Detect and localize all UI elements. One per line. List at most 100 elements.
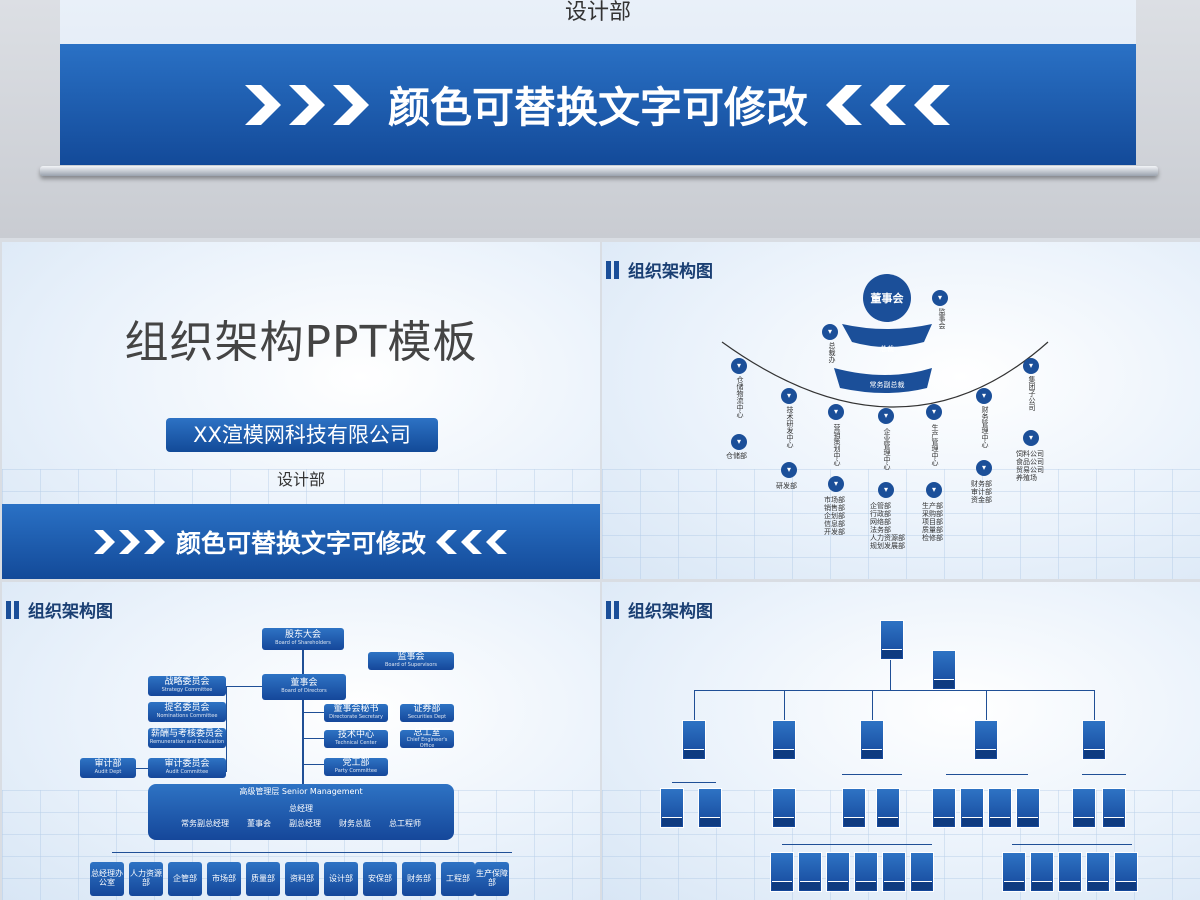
- node-label: 审计部: [94, 759, 122, 770]
- connector-line: [304, 712, 326, 713]
- center-name: 财务管理中心: [981, 406, 989, 448]
- position-box: [932, 788, 956, 828]
- center-name: 营销策划中心: [833, 424, 841, 466]
- center-marker-icon: ▾: [976, 388, 992, 404]
- position-box: [772, 788, 796, 828]
- connector-line: [1094, 690, 1095, 720]
- dept-node: 人力资源部: [129, 862, 163, 896]
- node-label-en: Directorate Secretary: [329, 714, 383, 721]
- position-box: [1058, 852, 1082, 892]
- connector-line: [946, 774, 1028, 775]
- connector-line: [304, 764, 326, 765]
- center-depts: 仓储部: [726, 452, 747, 460]
- connector-line: [1082, 774, 1126, 775]
- position-box: [1114, 852, 1138, 892]
- center-name: 集团子公司: [1028, 376, 1036, 411]
- center-depts: 饲料公司 食品公司 贸易公司 养殖场: [1016, 450, 1044, 483]
- center-marker-icon: ▾: [878, 408, 894, 424]
- connector-line: [226, 686, 227, 772]
- center-marker-icon: ▾: [1023, 358, 1039, 374]
- connector-line: [112, 852, 512, 853]
- top-subtitle: 设计部: [564, 0, 631, 25]
- position-box: [842, 788, 866, 828]
- node-label-en: Audit Dept: [94, 769, 122, 776]
- dept-node: 资料部: [285, 862, 319, 896]
- center-marker-icon: ▾: [731, 358, 747, 374]
- center-depts: 财务部 审计部 资金部: [971, 480, 992, 505]
- dept-node: 设计部: [324, 862, 358, 896]
- slide1-band-text: 颜色可替换文字可修改: [175, 528, 426, 558]
- center-marker-icon: ▾: [781, 388, 797, 404]
- node-label-en: Nominations Committee: [156, 713, 218, 720]
- slide-thumbnail-4[interactable]: 组织架构图: [602, 582, 1200, 900]
- connector-line: [872, 690, 873, 720]
- node-label-en: Board of Shareholders: [275, 640, 331, 647]
- dept-node: 质量部: [246, 862, 280, 896]
- right-chevrons-icon: [93, 529, 166, 555]
- mgmt-roles-row: 常务副总经理 董事会 副总经理 财务总监 总工程师: [181, 818, 421, 829]
- section-title-text: 组织架构图: [28, 602, 113, 622]
- dept-node: 企管部: [168, 862, 202, 896]
- mgmt-role: 总工程师: [389, 818, 421, 828]
- position-box: [660, 788, 684, 828]
- slide1-band: 颜色可替换文字可修改: [2, 504, 600, 579]
- top-slide-preview[interactable]: 设计部 颜色可替换文字可修改: [60, 0, 1136, 165]
- center-depts: 市场部 销售部 企划部 信息部 开发部: [824, 496, 845, 537]
- position-box: [932, 650, 956, 690]
- position-box: [1102, 788, 1126, 828]
- node-label: 技术中心: [337, 730, 374, 741]
- center-depts: 企管部 行政部 网络部 法务部 人力资源部 规划发展部: [870, 502, 905, 551]
- position-box: [960, 788, 984, 828]
- node-label: 股东大会: [284, 630, 321, 641]
- connector-line: [1012, 844, 1132, 845]
- node-label-en: Strategy Committee: [161, 687, 213, 694]
- node-label: 薪酬与考核委员会: [150, 729, 223, 740]
- node-label: 监事会: [397, 652, 425, 663]
- mgmt-role: 董事会: [247, 818, 271, 828]
- president-office-marker-icon: ▾: [822, 324, 838, 340]
- top-band-text: 颜色可替换文字可修改: [387, 83, 808, 132]
- position-box: [876, 788, 900, 828]
- dept-marker-icon: ▾: [976, 460, 992, 476]
- dept-node: 总经理办公室: [90, 862, 124, 896]
- section-title: 组织架构图: [606, 257, 713, 282]
- node-label: 董事会: [290, 678, 318, 689]
- position-box: [772, 720, 796, 760]
- position-box: [910, 852, 934, 892]
- title-bar-icon: [606, 600, 611, 619]
- slide-thumbnail-2[interactable]: 组织架构图 董事会 总裁 常务副总裁 ▾ 监事会 ▾ 总裁办 ▾ 仓储物流中心 …: [602, 242, 1200, 579]
- center-depts: 生产部 采购部 项目部 质量部 检修部: [922, 502, 943, 543]
- node-label: 审计委员会: [164, 759, 210, 770]
- node-label: 党工部: [342, 758, 370, 769]
- board-node: 董事会: [870, 292, 904, 305]
- dept-marker-icon: ▾: [828, 476, 844, 492]
- node-label-en: Party Committee: [334, 768, 378, 775]
- center-name: 企业管理中心: [883, 428, 891, 470]
- mgmt-role: 副总经理: [289, 818, 321, 828]
- position-box: [974, 720, 998, 760]
- dept-node: 生产保障部: [475, 862, 509, 896]
- node-label-en: Board of Directors: [281, 688, 327, 695]
- top-band: 颜色可替换文字可修改: [60, 44, 1136, 165]
- position-box: [798, 852, 822, 892]
- slide-thumbnail-1[interactable]: 组织架构PPT模板 XX渲模网科技有限公司 设计部 颜色可替换文字可修改: [2, 242, 600, 579]
- senior-management-box: 高级管理层 Senior Management 总经理 常务副总经理 董事会 副…: [148, 784, 454, 840]
- node-label-en: Chief Engineer's Office: [406, 737, 448, 749]
- gm-label: 总经理: [289, 803, 313, 813]
- left-chevrons-icon: [826, 83, 951, 127]
- center-depts: 研发部: [776, 482, 797, 490]
- position-box: [882, 852, 906, 892]
- supervisors-label: 监事会: [938, 308, 946, 329]
- center-name: 生产管理中心: [931, 424, 939, 466]
- slide-shelf: [40, 166, 1158, 176]
- position-box: [860, 720, 884, 760]
- node-label: 证券部: [413, 704, 441, 715]
- node-label: 总工室: [413, 727, 441, 738]
